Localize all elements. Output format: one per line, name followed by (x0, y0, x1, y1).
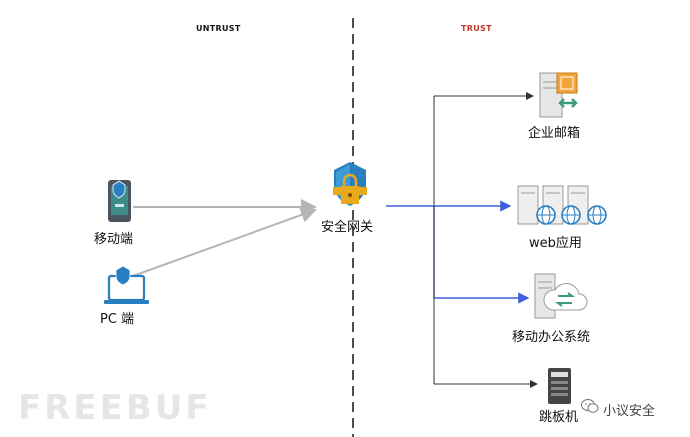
mail-server-icon (539, 72, 578, 118)
mobile-phone-icon (108, 180, 131, 222)
web-servers-icon (517, 185, 607, 225)
node-jump-label: 跳板机 (539, 410, 579, 425)
arrow-pc-to-gateway (132, 207, 317, 277)
laptop-icon (104, 265, 149, 304)
zone-untrust-label: UNTRUST (196, 24, 241, 33)
node-pc-label: PC 端 (100, 312, 135, 327)
jump-server-icon (548, 368, 571, 404)
node-mobile-label: 移动端 (94, 232, 134, 247)
watermark-author: 小议安全 (603, 404, 656, 419)
node-gateway-label: 安全网关 (321, 220, 374, 235)
wechat-icon (581, 399, 599, 413)
node-mail-label: 企业邮箱 (528, 126, 581, 141)
node-office-label: 移动办公系统 (512, 330, 591, 345)
watermark-freebuf: FREEBUF (18, 388, 212, 428)
security-gateway-icon (333, 162, 367, 206)
zone-trust-label: TRUST (461, 24, 492, 33)
node-web-label: web应用 (529, 236, 582, 251)
office-system-icon (534, 273, 588, 319)
